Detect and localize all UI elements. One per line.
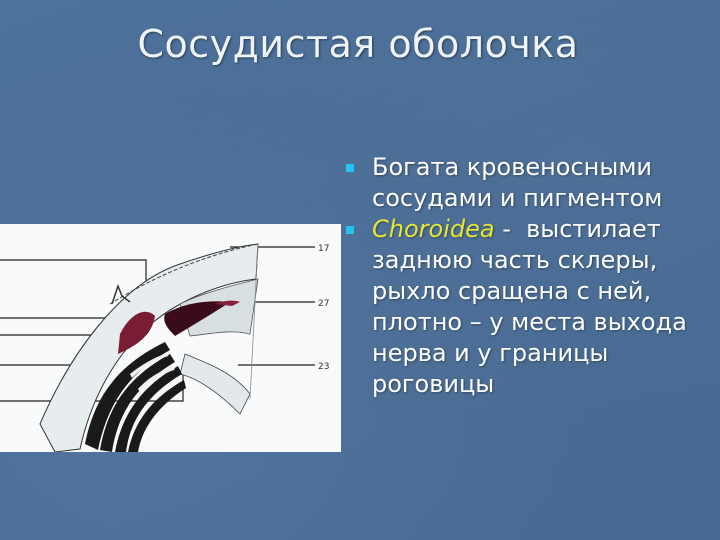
square-bullet-icon: [346, 164, 354, 172]
bullet-line: Богата кровеносными: [372, 153, 653, 181]
separator: -: [494, 215, 527, 243]
bullet-line: нерва и у границы: [372, 339, 609, 367]
slide-title: Сосудистая оболочка: [137, 22, 579, 66]
figure-label-27: 27: [318, 299, 329, 309]
square-bullet-icon: [346, 226, 354, 234]
bullet-item-2: Choroidea - выстилает заднюю часть склер…: [342, 214, 712, 400]
latin-term: Choroidea: [372, 215, 495, 243]
figure-label-17: 17: [318, 244, 329, 254]
figure-label-23: 23: [318, 362, 329, 372]
bullet-line: сосудами и пигментом: [372, 184, 663, 212]
bullet-line: Choroidea - выстилает: [372, 214, 712, 245]
bullet-line: плотно – у места выхода: [372, 308, 687, 336]
bullet-list: Богата кровеносными сосудами и пигментом…: [342, 152, 712, 400]
anatomy-illustration: 17 27 23: [0, 224, 341, 452]
bullet-line: роговицы: [372, 370, 495, 398]
bullet-line: рыхло сращена с ней,: [372, 277, 652, 305]
bullet-line-rest: выстилает: [526, 215, 661, 243]
bullet-item-1: Богата кровеносными сосудами и пигментом: [342, 152, 712, 214]
bullet-line: заднюю часть склеры,: [372, 246, 658, 274]
